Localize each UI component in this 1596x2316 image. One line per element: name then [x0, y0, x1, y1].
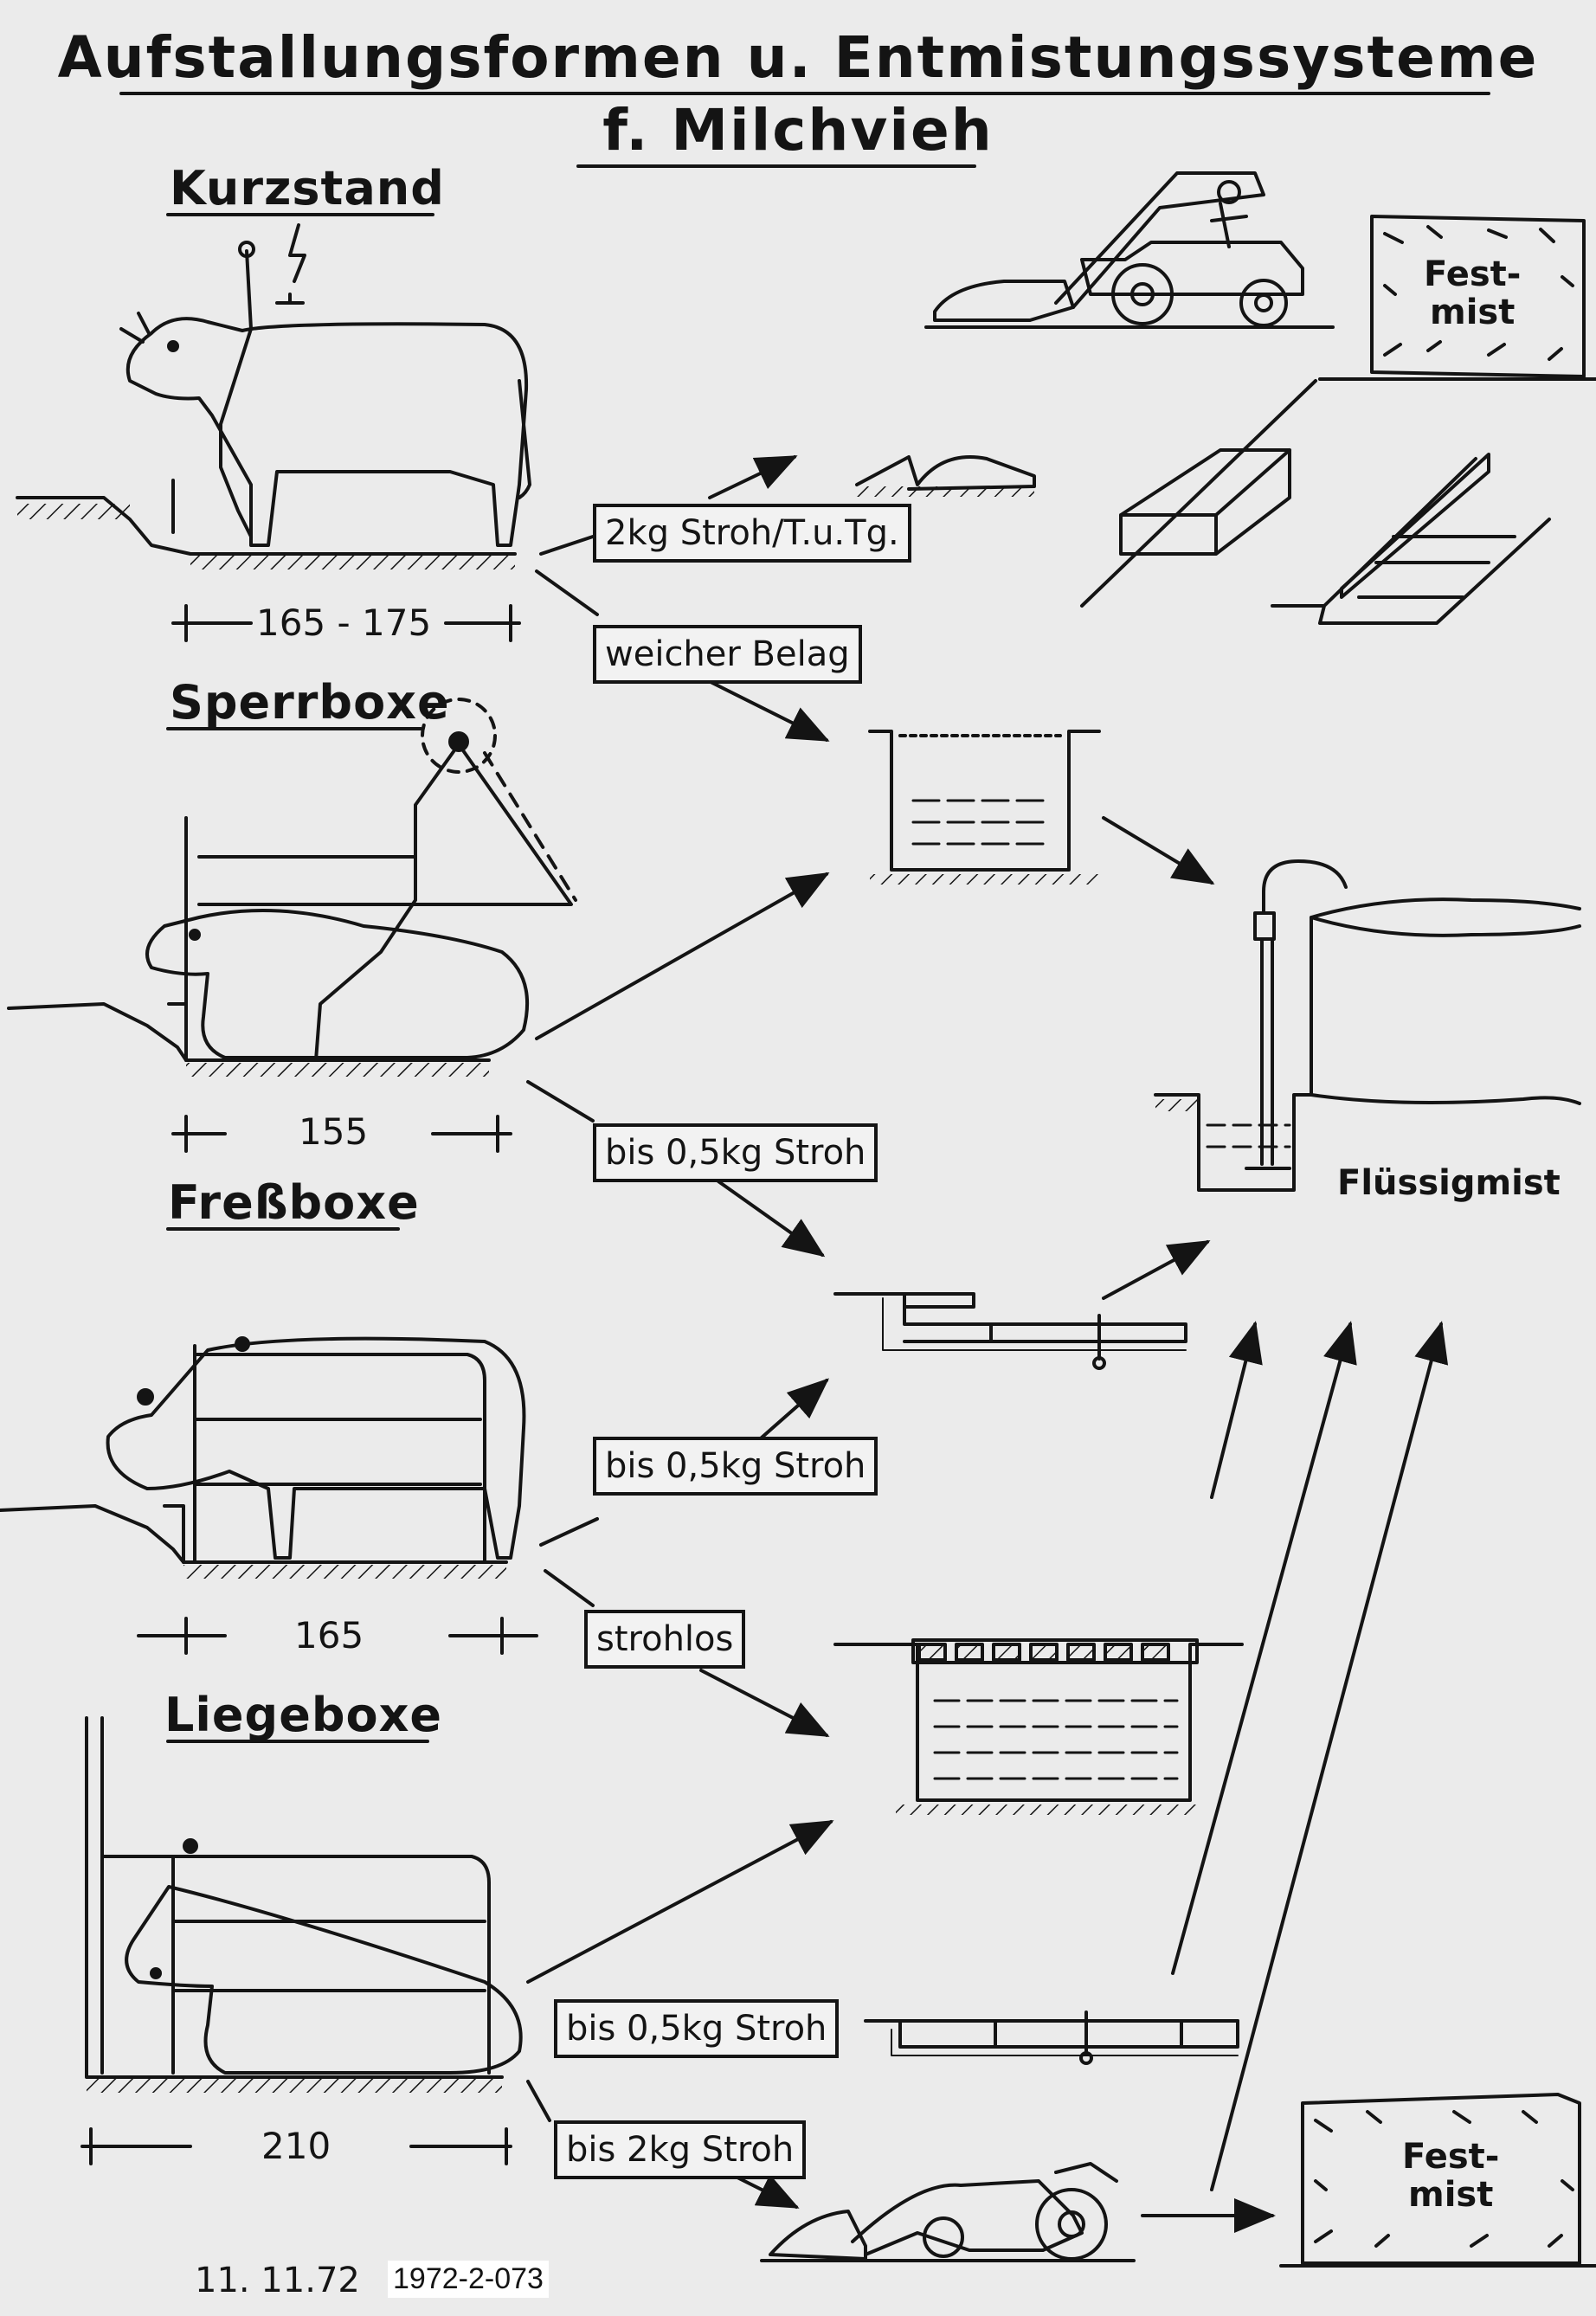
festmist-pile-bottom [1279, 2093, 1596, 2268]
bedding-label-fressboxe-straw: bis 0,5kg Stroh [593, 1437, 878, 1496]
kurzstand-cow [16, 223, 531, 569]
bedding-label-sperrboxe-straw: bis 0,5kg Stroh [593, 1123, 878, 1182]
output-label-fluessigmist: Flüssigmist [1337, 1163, 1561, 1203]
fluessigmist-tank [1154, 859, 1581, 1192]
section-label-kurzstand: Kurzstand [170, 161, 445, 216]
footer-archive-code: 1972-2-073 [388, 2261, 549, 2298]
dimension-sperrboxe: 155 [299, 1110, 369, 1153]
section-label-sperrboxe: Sperrboxe [170, 675, 450, 730]
gutter-fressboxe [833, 1292, 1187, 1370]
section-label-liegeboxe: Liegeboxe [164, 1688, 443, 1742]
output-label-festmist-bottom: Fest- mist [1402, 2137, 1500, 2215]
tractor-loader-bottom [760, 2162, 1136, 2262]
footer-date: 11. 11.72 [195, 2261, 360, 2300]
dimension-kurzstand: 165 - 175 [256, 602, 432, 644]
slurry-pit-upper [868, 730, 1101, 885]
sperrboxe-cow [7, 698, 577, 1077]
bedding-label-strawless: strohlos [584, 1610, 746, 1669]
gutter-liegeboxe [864, 2010, 1239, 2065]
section-label-fressboxe: Freßboxe [168, 1175, 420, 1230]
bedding-label-soft-mat: weicher Belag [593, 625, 862, 684]
tractor-loader-top [924, 171, 1335, 329]
festmist-pile-top [1318, 215, 1596, 381]
bedding-label-straw-2kg: bis 2kg Stroh [554, 2120, 807, 2179]
title-line-2: f. Milchvieh [602, 97, 994, 164]
output-label-festmist-top: Fest- mist [1424, 254, 1522, 332]
fressboxe-cow [0, 1336, 526, 1579]
dimension-fressboxe: 165 [294, 1614, 364, 1657]
slatted-pit-lower [833, 1638, 1244, 1815]
liegeboxe-cow [85, 1716, 523, 2093]
bedding-label-liegeboxe-straw: bis 0,5kg Stroh [554, 1999, 840, 2058]
bedding-label-straw-2kg-daily: 2kg Stroh/T.u.Tg. [593, 504, 911, 563]
title-line-1: Aufstallungsformen u. Entmistungssysteme [57, 24, 1539, 91]
dimension-liegeboxe: 210 [261, 2125, 331, 2167]
